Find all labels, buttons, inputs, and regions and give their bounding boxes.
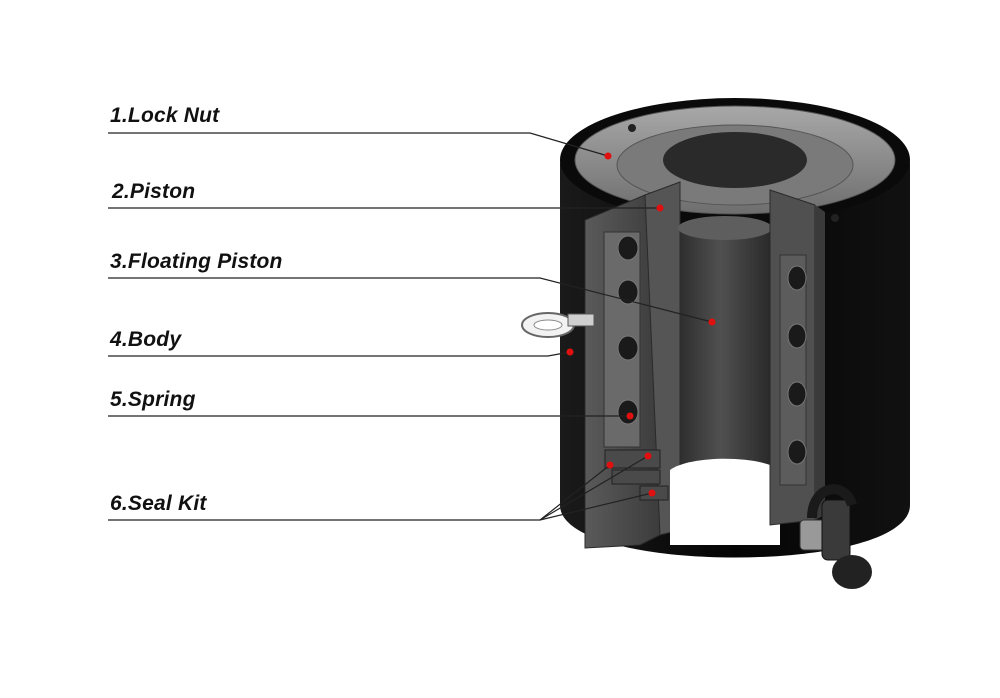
marker-dot-seal-kit-1 — [606, 461, 614, 469]
leader-line-body — [108, 351, 571, 357]
hydraulic-coupler — [799, 484, 872, 589]
inner-bore — [670, 216, 780, 545]
marker-dot-seal-kit-2 — [644, 452, 652, 460]
callout-piston: 2.Piston — [112, 180, 196, 203]
callout-spring: 5.Spring — [110, 388, 196, 411]
cutaway-right-wall — [769, 189, 825, 526]
lifting-eye — [521, 312, 595, 338]
lock-nut-ring — [574, 105, 896, 222]
marker-dots — [566, 152, 716, 497]
spring-coils-right — [787, 265, 807, 465]
marker-dot-spring — [626, 412, 634, 420]
leader-line-seal-kit-2 — [539, 455, 649, 521]
leader-line-seal-kit-3 — [539, 492, 653, 521]
marker-dot-piston — [656, 204, 664, 212]
leader-line-lock-nut — [108, 132, 609, 157]
callout-lock-nut: 1.Lock Nut — [110, 104, 220, 127]
marker-dot-seal-kit-3 — [648, 489, 656, 497]
callout-floating-piston: 3.Floating Piston — [110, 250, 283, 273]
callout-body: 4.Body — [110, 328, 182, 351]
marker-dot-body — [566, 348, 574, 356]
spring-coils-left — [617, 235, 639, 425]
leader-lines — [108, 132, 713, 521]
seal-kit-parts — [604, 449, 669, 501]
leader-line-floating-piston — [108, 277, 713, 323]
callout-seal-kit: 6.Seal Kit — [110, 492, 207, 515]
marker-dot-lock-nut — [604, 152, 612, 160]
marker-dot-floating-piston — [708, 318, 716, 326]
